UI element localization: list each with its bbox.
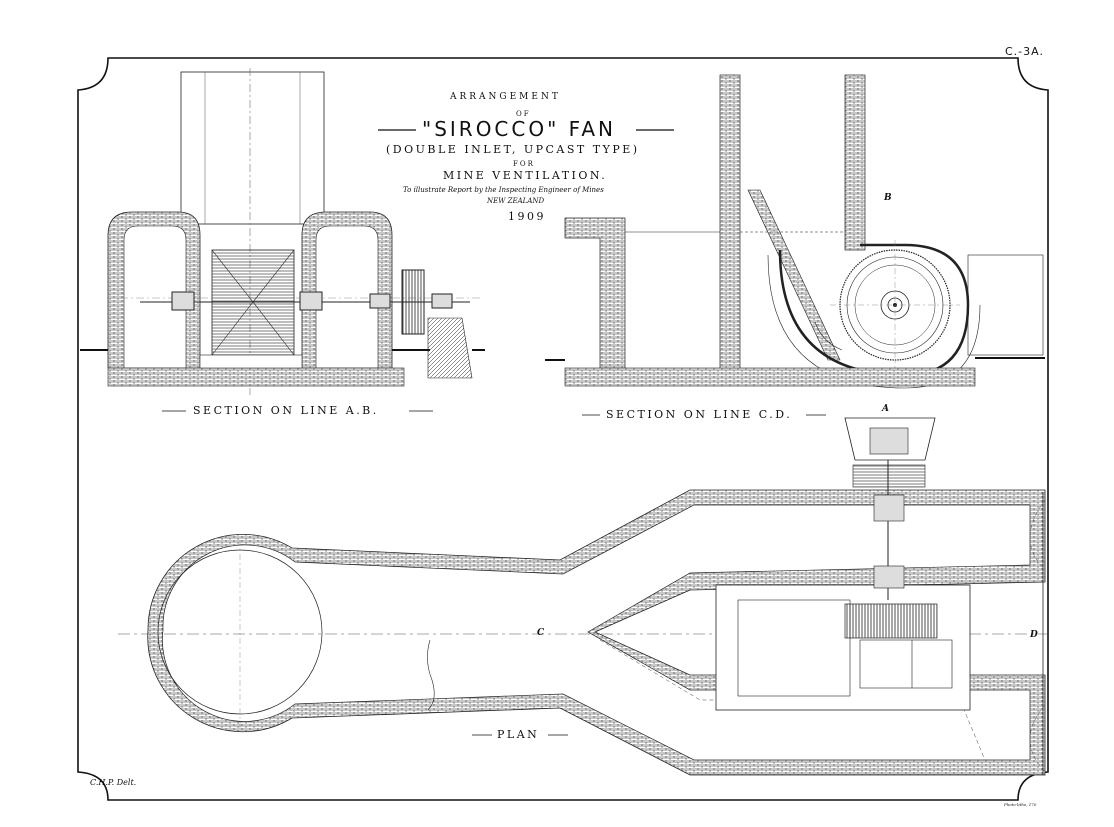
section-letter-b: B	[884, 193, 892, 203]
title-of: OF	[516, 110, 531, 118]
title-report-note: To illustrate Report by the Inspecting E…	[403, 186, 604, 194]
title-arrangement: ARRANGEMENT	[450, 92, 561, 102]
title-for: FOR	[513, 160, 535, 168]
title-purpose: MINE VENTILATION.	[443, 169, 608, 182]
title-type: (DOUBLE INLET, UPCAST TYPE)	[386, 143, 640, 156]
caption-plan: PLAN	[497, 728, 540, 741]
sheet-border	[77, 57, 1049, 801]
title-country: NEW ZEALAND	[487, 197, 545, 205]
title-year: 1909	[508, 210, 546, 223]
section-letter-a: A	[882, 404, 889, 414]
caption-section-cd: SECTION ON LINE C.D.	[606, 408, 793, 421]
draftsman-signature: C.H.P. Delt.	[90, 778, 137, 787]
caption-section-ab: SECTION ON LINE A.B.	[193, 404, 379, 417]
title-fan-name: "SIROCCO" FAN	[422, 117, 616, 141]
printer-mark: Photo-litho, 170	[1004, 802, 1037, 807]
sheet-reference: C.-3A.	[1005, 45, 1044, 58]
section-ab-drawing	[80, 68, 485, 395]
plan-drawing	[118, 417, 1048, 776]
section-letter-d: D	[1030, 630, 1038, 640]
section-letter-c: C	[537, 628, 545, 638]
section-cd-drawing	[545, 74, 1045, 389]
